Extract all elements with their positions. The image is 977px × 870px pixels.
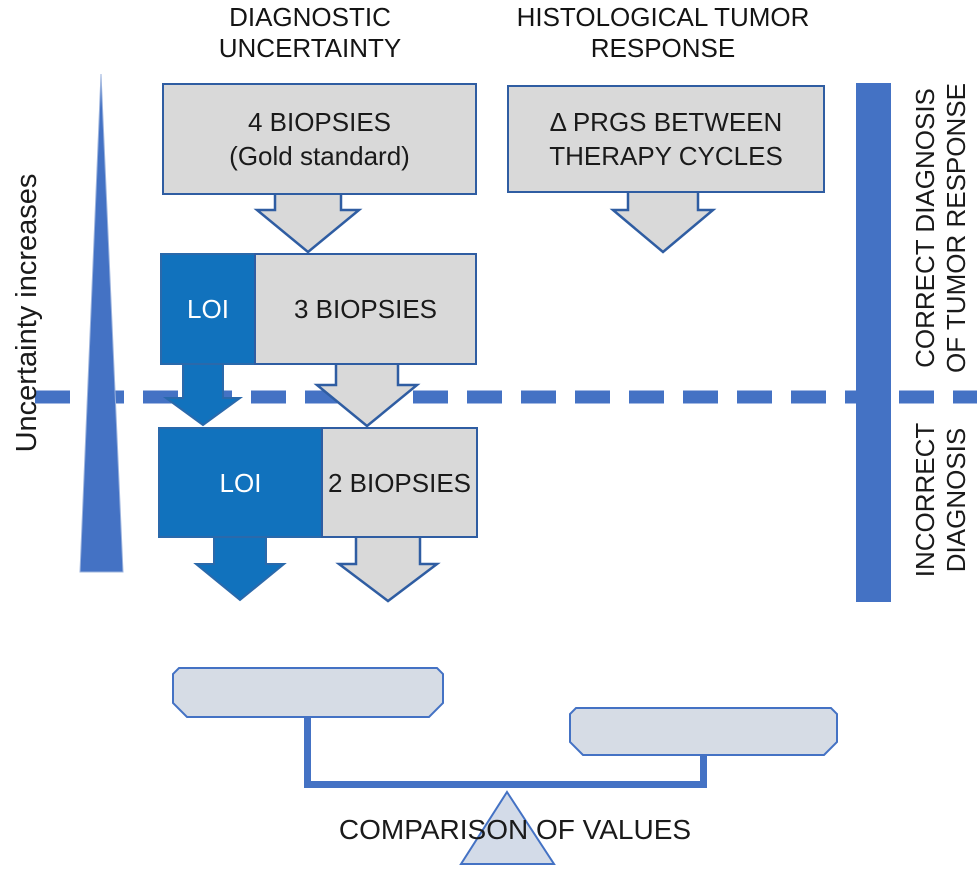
axis-label-uncertainty-increases: Uncertainty increases bbox=[11, 173, 43, 453]
box-label-line: (Gold standard) bbox=[229, 141, 410, 171]
header-histological-tumor-response: HISTOLOGICAL TUMOR RESPONSE bbox=[513, 2, 813, 64]
down-arrow-2-biopsies-icon bbox=[335, 534, 441, 603]
header-line: HISTOLOGICAL TUMOR bbox=[516, 2, 810, 32]
comparison-of-values-label: COMPARISON OF VALUES bbox=[338, 814, 692, 845]
axis-label-line: INCORRECT bbox=[910, 422, 940, 578]
box-loi-row2: LOI bbox=[160, 253, 256, 365]
axis-label-line: DIAGNOSIS bbox=[941, 427, 971, 573]
box-label-line: LOI bbox=[219, 467, 262, 498]
down-arrow-loi-row3-icon bbox=[193, 535, 287, 602]
box-delta-prgs-between-therapy-cycles: Δ PRGS BETWEEN THERAPY CYCLES bbox=[507, 85, 825, 193]
value-panel-right bbox=[569, 707, 838, 756]
box-label-line: 2 BIOPSIES bbox=[327, 467, 472, 498]
box-label-line: 3 BIOPSIES bbox=[293, 294, 438, 324]
down-arrow-4-biopsies-icon bbox=[253, 191, 363, 254]
header-line: DIAGNOSTIC bbox=[229, 2, 391, 32]
box-3-biopsies: 3 BIOPSIES bbox=[254, 253, 477, 365]
header-line: RESPONSE bbox=[590, 33, 736, 63]
axis-label-line: OF TUMOR RESPONSE bbox=[941, 83, 971, 373]
axis-label-correct-diagnosis: CORRECT DIAGNOSIS OF TUMOR RESPONSE bbox=[910, 73, 972, 383]
box-loi-row3: LOI bbox=[158, 427, 323, 538]
axis-label-incorrect-diagnosis: INCORRECT DIAGNOSIS bbox=[910, 345, 972, 655]
value-panel-left bbox=[172, 667, 444, 718]
header-line: UNCERTAINTY bbox=[218, 33, 402, 63]
box-label-line: LOI bbox=[187, 294, 229, 324]
down-arrow-loi-row2-icon bbox=[162, 362, 244, 427]
box-label-line: THERAPY CYCLES bbox=[549, 141, 783, 171]
diagnosis-range-bar bbox=[856, 83, 891, 602]
box-label-line: 4 BIOPSIES bbox=[247, 107, 392, 137]
axis-label-line: CORRECT DIAGNOSIS bbox=[910, 88, 940, 368]
down-arrow-3-biopsies-icon bbox=[313, 361, 421, 428]
fulcrum-triangle-icon bbox=[459, 790, 556, 865]
down-arrow-prgs-icon bbox=[609, 189, 717, 254]
header-diagnostic-uncertainty: DIAGNOSTIC UNCERTAINTY bbox=[160, 2, 460, 64]
box-2-biopsies: 2 BIOPSIES bbox=[321, 427, 478, 538]
box-label-line: Δ PRGS BETWEEN bbox=[549, 107, 783, 137]
box-4-biopsies-gold-standard: 4 BIOPSIES (Gold standard) bbox=[162, 83, 477, 195]
uncertainty-wedge-icon bbox=[79, 73, 124, 573]
balance-connector-line bbox=[304, 717, 707, 788]
